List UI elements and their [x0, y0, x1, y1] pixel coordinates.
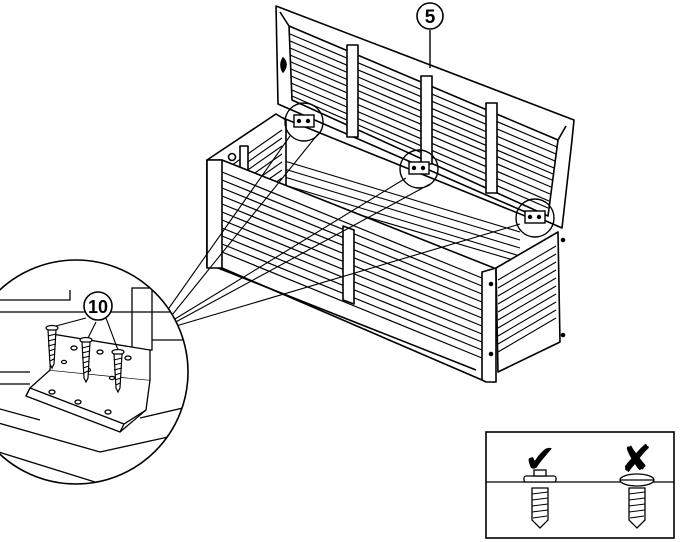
hinge-highlights: [284, 102, 555, 238]
detail-leader-lines: [161, 133, 521, 327]
detail-callout-10: 10: [83, 291, 113, 321]
screw-icon: [79, 336, 93, 384]
hinge-middle: [399, 149, 439, 189]
screw-icon: [45, 324, 59, 370]
hinge-detail-view: 10: [0, 259, 189, 485]
incorrect-screw-icon: [619, 473, 655, 529]
storage-bench-body: [206, 113, 566, 383]
correct-screw-icon: [523, 469, 557, 529]
hinge-right: [515, 198, 555, 238]
screw-tightness-legend: ✔ ✘: [485, 431, 675, 539]
hinge-left: [284, 102, 324, 142]
storage-bench-lid: [275, 5, 575, 229]
part-callout-5: 5: [416, 2, 444, 68]
detail-callout-10-label: 10: [88, 297, 108, 317]
part-callout-5-label: 5: [425, 7, 436, 28]
